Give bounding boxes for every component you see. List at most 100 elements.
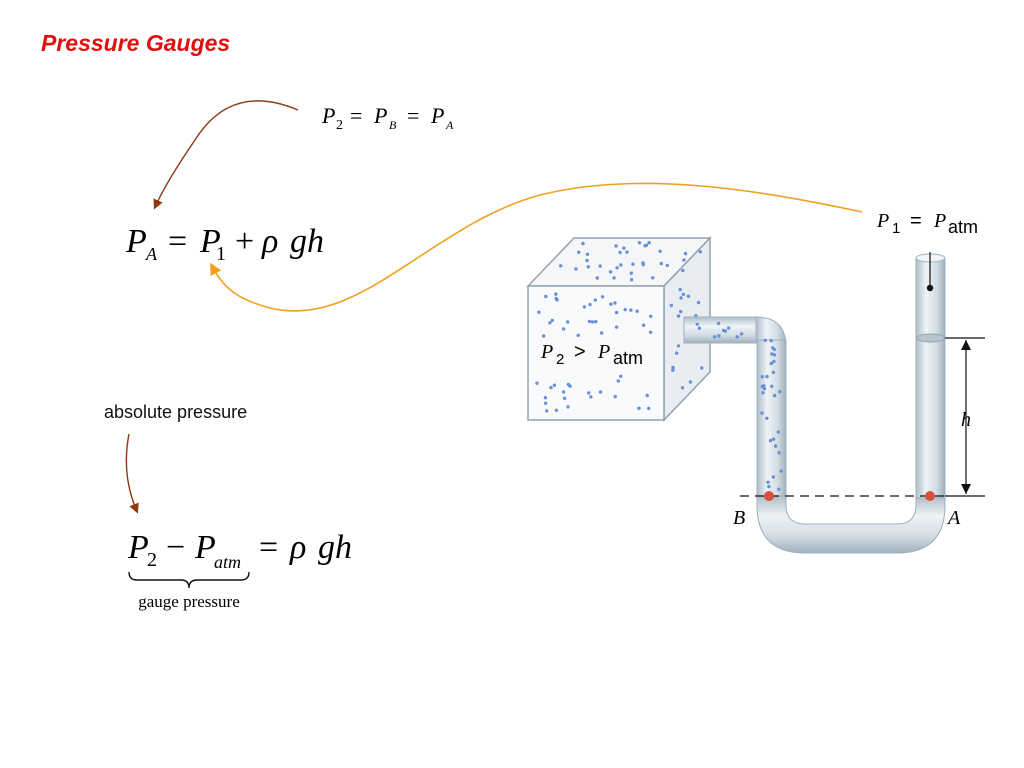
gas-particle [613,301,617,305]
gas-particle [698,250,702,254]
gas-particle [647,241,651,245]
equation-pressure-equality: P 2 = P B = P A [321,103,454,133]
gas-particle [554,292,558,296]
gas-particle [616,379,620,383]
tube-gas-particles [695,321,783,491]
gas-particle [614,325,619,329]
gas-particle [548,321,552,325]
gas-particle [598,390,603,394]
gas-particle [688,380,693,384]
gas-particle [630,278,634,282]
gas-particle [600,295,605,299]
gas-particle [588,302,592,307]
gas-particle [772,353,777,357]
gas-particle [545,409,549,413]
gas-particle [587,391,591,395]
gas-particle [589,395,593,399]
gas-particle [717,334,721,338]
gas-particle [726,326,731,330]
gas-particle [595,276,599,280]
gas-particle [608,270,613,274]
gas-particle [537,310,541,314]
gas-particle [574,267,578,271]
gas-particle [635,309,639,313]
gas-particle [648,330,653,334]
slide-title: Pressure Gauges [41,30,231,56]
gas-particle [772,437,776,441]
gas-particle [586,265,590,269]
gas-particle [683,251,688,256]
gas-particle [609,302,613,306]
gas-particle [614,310,619,315]
gas-particle [681,292,686,297]
gas-particle [777,451,781,455]
gas-particle [543,396,548,400]
eq-gauge-subatm: atm [214,552,241,572]
gas-particle [559,264,563,268]
atm-label-sub1: 1 [892,220,900,237]
gas-particle [772,393,777,398]
gas-particle [645,393,649,398]
eq-top-p2: P [321,103,335,128]
gas-particle [676,314,681,318]
gas-particle [770,384,774,388]
eq-main-equals: = [168,223,187,260]
gas-particle [614,244,618,248]
atm-pressure-label: P 1 = P atm [876,210,978,237]
gas-particle [619,263,623,267]
gas-particle [761,391,765,395]
gas-particle [769,361,773,366]
gas-particle [577,250,581,254]
gas-particle [760,375,764,379]
eq-top-subb: B [389,118,397,132]
gas-particle [777,487,781,491]
arrow-top-to-main [153,100,299,210]
gas-particle [594,320,598,324]
eq-main-plus: + [235,223,254,260]
gas-particle [767,484,771,489]
gas-particle [779,469,783,473]
gas-particle [637,241,642,245]
gas-particle [763,338,767,343]
gas-particle [566,382,571,387]
gas-particle [641,323,646,327]
atm-label-patm: P [933,210,946,232]
gas-particle [762,387,767,391]
gas-particle [561,390,566,394]
arrow-atm-to-main [210,182,863,312]
gas-particle [647,406,651,411]
atm-label-p1: P [876,210,889,232]
tank-label-p2: P [540,341,553,363]
gas-particle [765,416,769,420]
eq-gauge-rho: ρ [289,529,306,566]
point-a-label: A [946,507,961,529]
gas-particle [676,344,681,348]
gas-particle [543,401,548,405]
gas-particle [552,383,557,387]
gas-particle [587,319,592,324]
gas-particle [772,359,776,364]
gas-particle [631,262,635,266]
point-b-marker [764,491,774,501]
gas-particle [713,335,717,339]
gas-particle [678,287,682,292]
gas-particle [581,241,585,246]
gas-particle [686,294,691,298]
gas-particle [721,328,726,333]
eq-main-rho: ρ [261,223,278,260]
gas-particle [593,298,597,302]
tank-cube [526,236,712,422]
tank-label-patm: P [597,341,610,363]
gas-particle [619,374,623,378]
gas-particle [544,294,548,299]
eq-gauge-patm: P [194,529,216,566]
gas-particle [562,396,567,400]
gas-particle [739,332,744,336]
eq-top-equals-2: = [407,103,419,128]
gas-particle [612,276,616,280]
gas-particle [771,370,776,374]
gas-particle [671,365,675,370]
point-a-marker [925,491,935,501]
atm-label-eq: = [910,210,922,232]
gas-particle [760,411,764,415]
